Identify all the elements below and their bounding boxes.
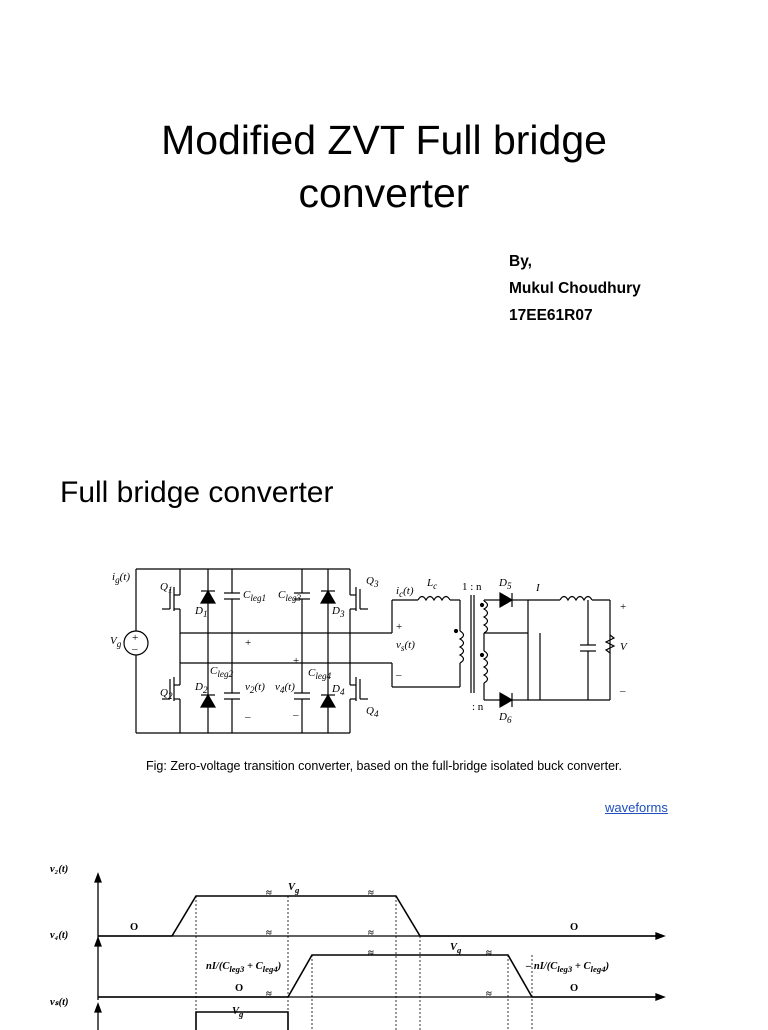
figure-caption: Fig: Zero-voltage transition converter, …: [146, 759, 622, 773]
label-vg: Vg: [110, 635, 122, 650]
break-mark-4: ≈: [368, 928, 374, 939]
waveform-zero-1: O: [130, 922, 139, 933]
waveform-label-v4: v₄(t): [50, 930, 69, 941]
label-cleg4: Cleg4: [308, 667, 332, 682]
waveform-vg-label-2: Vg: [450, 942, 462, 956]
author-name: Mukul Choudhury: [509, 280, 641, 297]
label-turns-ratio-bottom: : n: [472, 701, 484, 713]
label-vs-plus: +: [396, 621, 403, 633]
label-d1: D1: [195, 605, 208, 620]
label-q4: Q4: [366, 705, 379, 720]
label-v4: v4(t): [275, 681, 295, 696]
label-output-current: I: [536, 582, 540, 594]
waveform-vg-label-3: Vg: [232, 1006, 244, 1020]
label-v4-plus: +: [293, 655, 300, 667]
label-d6: D6: [499, 711, 512, 726]
transformer-secondary-top: [482, 600, 489, 634]
content-slide: Full bridge converter + –: [0, 440, 768, 1030]
break-mark-7: ≈: [266, 989, 272, 1000]
waveform-vg-label-1: Vg: [288, 882, 300, 896]
break-mark-2: ≈: [368, 888, 374, 899]
label-cleg2: Cleg2: [210, 665, 234, 680]
label-vs: vs(t): [396, 639, 415, 654]
output-inductor: [559, 595, 593, 602]
label-d4: D4: [332, 683, 345, 698]
slide-title-line2: converter: [298, 170, 470, 216]
break-mark-8: ≈: [486, 989, 492, 1000]
label-output-plus: +: [620, 601, 627, 613]
label-ic: ic(t): [396, 585, 414, 600]
label-output-voltage: V: [620, 641, 627, 653]
svg-text:+: +: [132, 632, 138, 644]
label-output-minus: –: [620, 685, 626, 697]
break-mark-5: ≈: [368, 948, 374, 959]
label-d5: D5: [499, 577, 512, 592]
slide-title-line1: Modified ZVT Full bridge: [161, 117, 607, 163]
byline: By, Mukul Choudhury 17EE61R07: [509, 248, 641, 329]
label-q2: Q2: [160, 687, 173, 702]
label-d3: D3: [332, 605, 345, 620]
voltage-source-symbol: [123, 630, 149, 656]
label-q3: Q3: [366, 575, 379, 590]
waveform-label-vs: vₛ(t): [50, 997, 69, 1008]
waveform-annotation-left: nI/(Cleg3 + Cleg4): [206, 961, 282, 975]
label-v4-minus: –: [293, 709, 299, 721]
label-cleg3: Cleg3: [278, 589, 302, 604]
break-mark-3: ≈: [266, 928, 272, 939]
title-slide: Modified ZVT Full bridge converter By, M…: [0, 0, 768, 440]
waveform-label-v2: v₂(t): [50, 864, 69, 875]
roll-number: 17EE61R07: [509, 307, 593, 324]
label-v2-minus: –: [245, 711, 251, 723]
label-lc: Lc: [427, 577, 438, 592]
circuit-labels: ig(t) Vg Q1 Q2 Q3 Q4 D1 D2 D3 D4 D5 D6 C…: [100, 565, 640, 745]
label-turns-ratio: 1 : n: [462, 581, 482, 593]
label-ig: ig(t): [112, 571, 131, 586]
label-v2: v2(t): [245, 681, 265, 696]
transformer-secondary-bottom: [482, 650, 489, 684]
waveforms-link[interactable]: waveforms: [605, 800, 668, 815]
waveform-labels: v₂(t) v₄(t) vₛ(t) Vg Vg Vg O O O O nI/(C…: [50, 860, 670, 1024]
label-q1: Q1: [160, 581, 173, 596]
label-cleg1: Cleg1: [243, 589, 267, 604]
commutating-inductor: [417, 595, 451, 602]
svg-text:–: –: [131, 643, 138, 655]
transformer-primary: [458, 630, 465, 664]
break-mark-1: ≈: [266, 888, 272, 899]
waveform-zero-4: O: [570, 983, 579, 994]
load-resistor: [604, 634, 616, 654]
switching-waveforms-diagram: [94, 872, 666, 1030]
by-label: By,: [509, 253, 532, 270]
label-vs-minus: –: [396, 669, 402, 681]
waveform-zero-3: O: [235, 983, 244, 994]
waveform-zero-2: O: [570, 922, 579, 933]
break-mark-6: ≈: [486, 948, 492, 959]
label-d2: D2: [195, 681, 208, 696]
label-v2-plus: +: [245, 637, 252, 649]
waveform-annotation-right: – nI/(Cleg3 + Cleg4): [526, 961, 610, 975]
slide-title: Modified ZVT Full bridge converter: [0, 114, 768, 220]
section-heading: Full bridge converter: [60, 476, 334, 509]
full-bridge-circuit-diagram: + –: [123, 568, 616, 734]
